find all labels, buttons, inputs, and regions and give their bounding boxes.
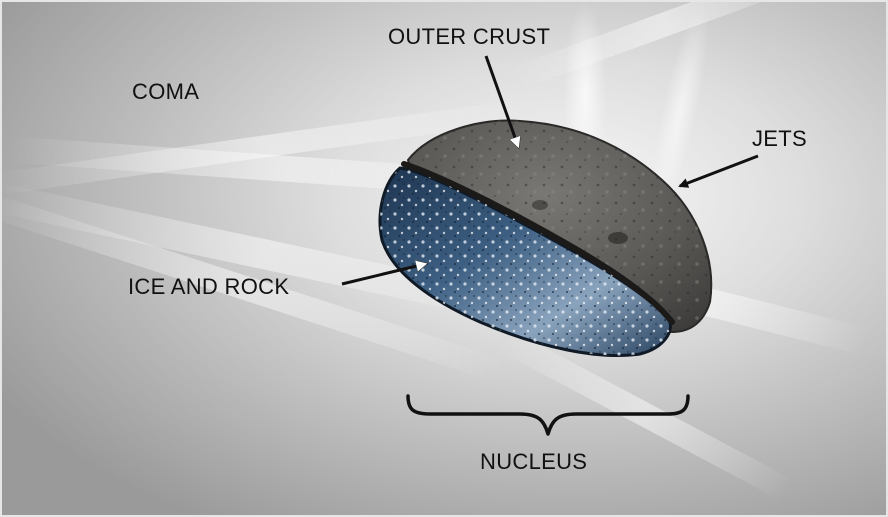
outer-crust-label: OUTER CRUST [388,24,550,49]
jets-label: JETS [752,126,807,151]
crust-pit [532,200,548,210]
crust-pit [608,232,628,244]
ice-and-rock-label: ICE AND ROCK [128,274,289,299]
coma-label: COMA [132,79,199,104]
nucleus-label: NUCLEUS [480,449,587,474]
